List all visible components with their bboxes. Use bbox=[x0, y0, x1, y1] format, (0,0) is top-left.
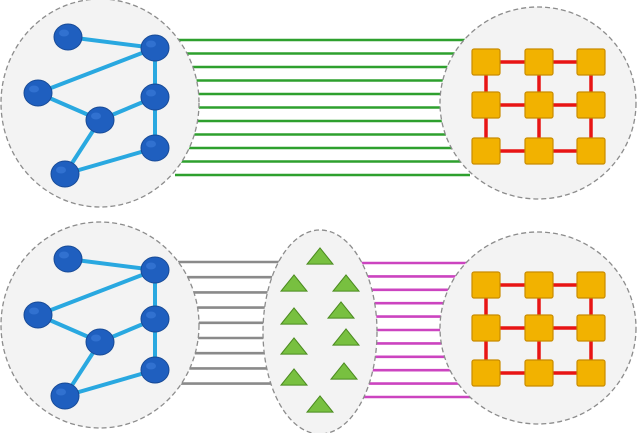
graph-node-highlight bbox=[59, 29, 69, 37]
graph-node-highlight bbox=[146, 40, 156, 48]
graph-node bbox=[85, 328, 115, 356]
grid-node bbox=[576, 91, 606, 119]
graph-node-highlight bbox=[56, 388, 66, 396]
graph-edge bbox=[36, 46, 157, 95]
grid-node bbox=[576, 359, 606, 387]
graph-node bbox=[23, 301, 53, 329]
graph-node bbox=[140, 305, 170, 333]
graph-node-highlight bbox=[146, 262, 156, 270]
grid-node bbox=[471, 48, 501, 76]
top-panel bbox=[0, 0, 637, 208]
grid-node bbox=[524, 48, 554, 76]
triangle bbox=[331, 274, 361, 292]
grid-node bbox=[471, 314, 501, 342]
graph-node bbox=[53, 245, 83, 273]
triangle bbox=[329, 362, 359, 380]
triangle bbox=[279, 307, 309, 325]
graph-edge bbox=[66, 257, 157, 272]
graph-node-highlight bbox=[146, 140, 156, 148]
bottom-grid-network bbox=[471, 271, 606, 387]
triangle bbox=[279, 337, 309, 355]
triangle bbox=[279, 274, 309, 292]
graph-edge bbox=[63, 368, 157, 398]
intermediate-triangles bbox=[279, 247, 361, 413]
grid-node bbox=[524, 359, 554, 387]
graph-node-highlight bbox=[29, 85, 39, 93]
grid-node bbox=[524, 271, 554, 299]
bottom-graph-network bbox=[23, 245, 170, 410]
graph-node bbox=[140, 34, 170, 62]
grid-node bbox=[524, 91, 554, 119]
grid-node bbox=[576, 137, 606, 165]
graph-node-highlight bbox=[91, 334, 101, 342]
grid-node bbox=[524, 137, 554, 165]
grid-node bbox=[576, 314, 606, 342]
graph-node-highlight bbox=[91, 112, 101, 120]
triangle bbox=[279, 368, 309, 386]
triangle bbox=[305, 395, 335, 413]
graph-node bbox=[23, 79, 53, 107]
graph-node bbox=[53, 23, 83, 51]
graph-node bbox=[140, 256, 170, 284]
graph-edge bbox=[36, 268, 157, 317]
graph-node-highlight bbox=[146, 311, 156, 319]
triangle bbox=[331, 328, 361, 346]
graph-node bbox=[140, 356, 170, 384]
grid-node bbox=[471, 91, 501, 119]
bottom-panel bbox=[0, 221, 637, 433]
graph-node-highlight bbox=[146, 89, 156, 97]
graph-node-highlight bbox=[59, 251, 69, 259]
graph-node bbox=[50, 160, 80, 188]
graph-node bbox=[140, 83, 170, 111]
grid-node bbox=[524, 314, 554, 342]
graph-edge bbox=[63, 146, 157, 176]
grid-node bbox=[471, 271, 501, 299]
top-direct-bridge-lines bbox=[175, 38, 470, 177]
graph-node bbox=[50, 382, 80, 410]
graph-edge bbox=[66, 35, 157, 50]
graph-node-highlight bbox=[146, 362, 156, 370]
grid-node bbox=[471, 137, 501, 165]
graph-node-highlight bbox=[29, 307, 39, 315]
top-grid-network bbox=[471, 48, 606, 165]
grid-node bbox=[471, 359, 501, 387]
graph-node bbox=[140, 134, 170, 162]
graph-node-highlight bbox=[56, 166, 66, 174]
grid-node bbox=[576, 48, 606, 76]
triangle bbox=[305, 247, 335, 265]
top-graph-network bbox=[23, 23, 170, 188]
graph-node bbox=[85, 106, 115, 134]
triangle bbox=[326, 301, 356, 319]
grid-node bbox=[576, 271, 606, 299]
